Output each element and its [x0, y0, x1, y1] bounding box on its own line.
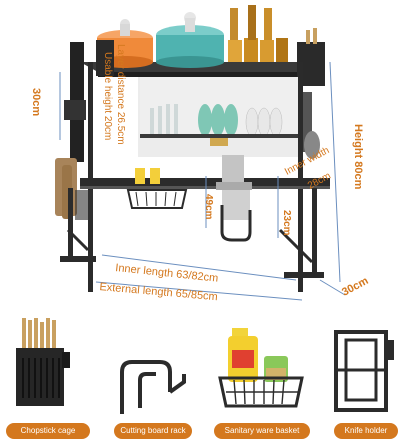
knife-holder-label: Knife holder — [334, 423, 398, 439]
chopstick-cage-label: Chopstick cage — [6, 423, 90, 439]
cutting-board-rack-illustration — [120, 360, 186, 414]
knife-holder-illustration — [334, 330, 394, 412]
dim-23cm-label: 23cm — [281, 210, 292, 236]
dim-49cm-label: 49cm — [203, 194, 214, 220]
dish-rack-illustration — [55, 5, 346, 301]
sanitary-ware-basket-illustration — [218, 328, 304, 408]
sanitary-ware-basket-label: Sanitary ware basket — [214, 423, 310, 439]
cutting-board-rack-label: Cutting board rack — [114, 423, 192, 439]
height-30cm-label: 30cm — [30, 88, 42, 117]
usable-height-label: Usable height 20cm — [102, 52, 113, 141]
height-80cm-label: Height 80cm — [352, 124, 364, 190]
chopstick-cage-illustration — [16, 318, 70, 406]
layer-distance-label: Layer distance 26.5cm — [115, 44, 126, 145]
